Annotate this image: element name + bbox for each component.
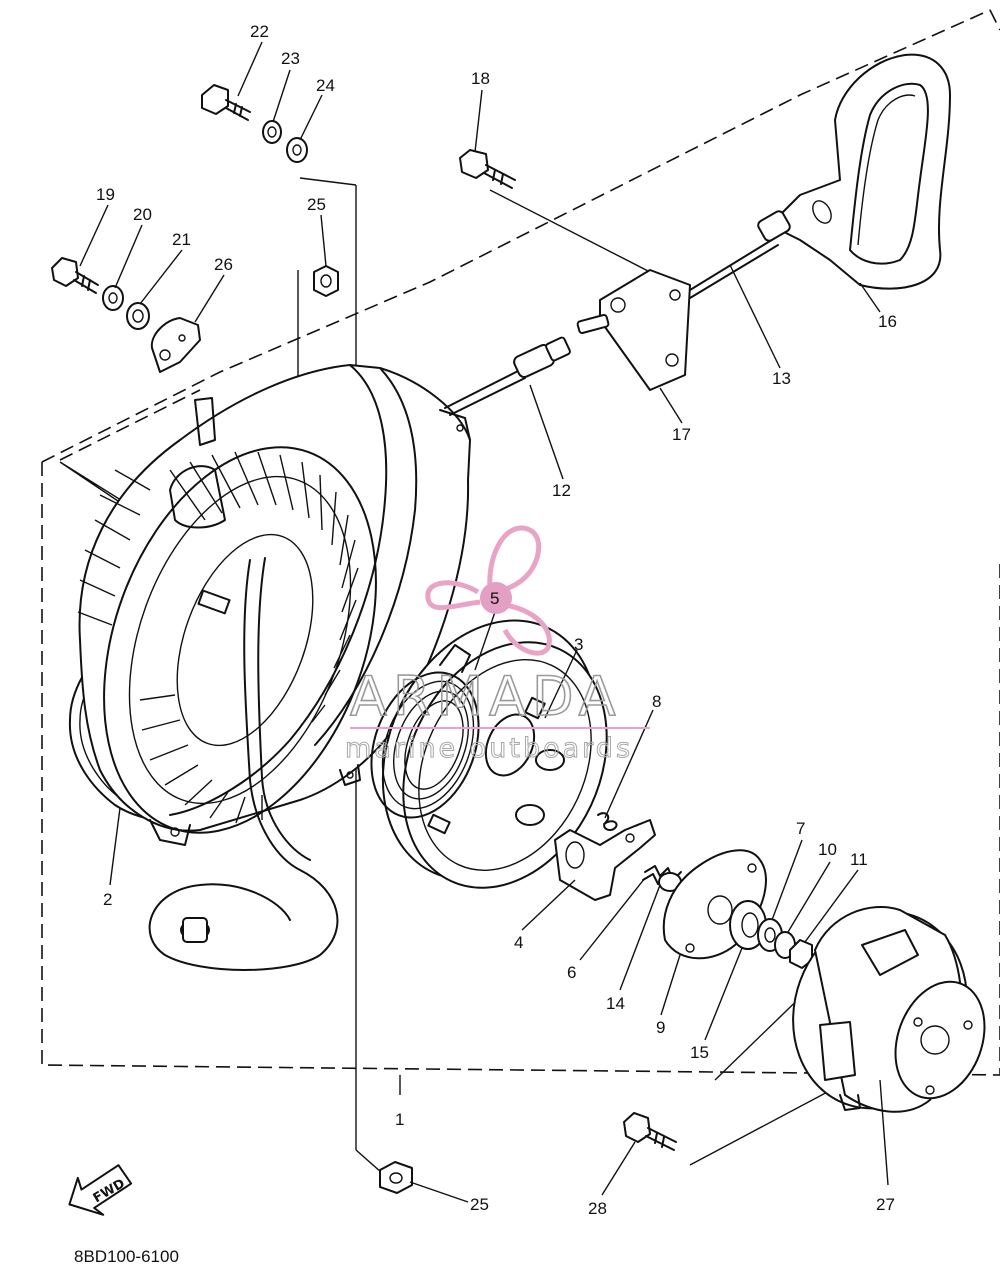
callout-25-bottom: 25 xyxy=(470,1195,489,1214)
callout-6: 6 xyxy=(567,963,576,982)
watermark-brand: ARMADA xyxy=(350,665,622,728)
callout-12: 12 xyxy=(552,481,571,500)
cup-27 xyxy=(792,905,986,1113)
callout-25-top: 25 xyxy=(307,195,326,214)
callout-27: 27 xyxy=(876,1195,895,1214)
bolt-19 xyxy=(51,257,99,294)
nut-25-bottom xyxy=(379,1161,413,1194)
callout-14: 14 xyxy=(606,994,625,1013)
callout-21: 21 xyxy=(172,230,191,249)
callout-11: 11 xyxy=(850,850,868,869)
washer-23 xyxy=(262,120,282,144)
callout-28: 28 xyxy=(588,1199,607,1218)
leader-lines xyxy=(79,41,889,1203)
spring-6-14 xyxy=(642,865,682,892)
callout-4: 4 xyxy=(514,933,523,952)
callout-1: 1 xyxy=(395,1110,404,1129)
bolt-28 xyxy=(623,1112,677,1151)
propeller-blade xyxy=(502,602,552,656)
callout-5: 5 xyxy=(490,589,499,608)
callout-13: 13 xyxy=(772,369,791,388)
fwd-arrow-icon: FWD xyxy=(68,1164,133,1216)
callout-20: 20 xyxy=(133,205,152,224)
assembly-boundary xyxy=(41,9,1000,1076)
pawl-4 xyxy=(554,819,656,901)
bolt-22 xyxy=(201,84,251,121)
callout-24: 24 xyxy=(316,76,335,95)
bolt-18 xyxy=(459,149,516,189)
callout-26: 26 xyxy=(214,255,233,274)
starter-rope xyxy=(148,557,339,971)
callout-23: 23 xyxy=(281,49,300,68)
starter-housing-1 xyxy=(77,364,471,846)
callout-19: 19 xyxy=(96,185,115,204)
washer-21 xyxy=(126,302,150,330)
callout-7: 7 xyxy=(796,819,805,838)
callout-17: 17 xyxy=(672,425,691,444)
callout-numbers: 1 2 3 4 5 6 7 8 9 10 11 12 13 14 15 16 1… xyxy=(96,22,897,1218)
plate-26 xyxy=(150,317,201,373)
callout-16: 16 xyxy=(878,312,897,331)
callout-badge xyxy=(480,582,512,614)
propeller-blade xyxy=(487,525,542,595)
callout-18: 18 xyxy=(471,69,490,88)
diagram-code: 8BD100-6100 xyxy=(74,1247,179,1266)
propeller-blade xyxy=(425,580,481,611)
handle-16 xyxy=(757,53,951,290)
propeller-logo xyxy=(425,525,552,656)
callout-9: 9 xyxy=(656,1018,665,1037)
washer-24 xyxy=(286,137,308,163)
washer-20 xyxy=(102,285,124,311)
callout-8: 8 xyxy=(652,692,661,711)
watermark-tagline: marine outboards xyxy=(345,733,633,764)
callout-10: 10 xyxy=(818,840,837,859)
callout-15: 15 xyxy=(690,1043,709,1062)
rope-guide-12 xyxy=(444,336,571,416)
callout-3: 3 xyxy=(574,635,583,654)
rope-13 xyxy=(689,237,779,299)
nut-25-top xyxy=(313,265,339,297)
callout-22: 22 xyxy=(250,22,269,41)
bracket-17 xyxy=(576,269,691,391)
watermark: ARMADA marine outboards xyxy=(345,525,650,765)
callout-2: 2 xyxy=(103,890,112,909)
spring-8 xyxy=(597,812,618,832)
